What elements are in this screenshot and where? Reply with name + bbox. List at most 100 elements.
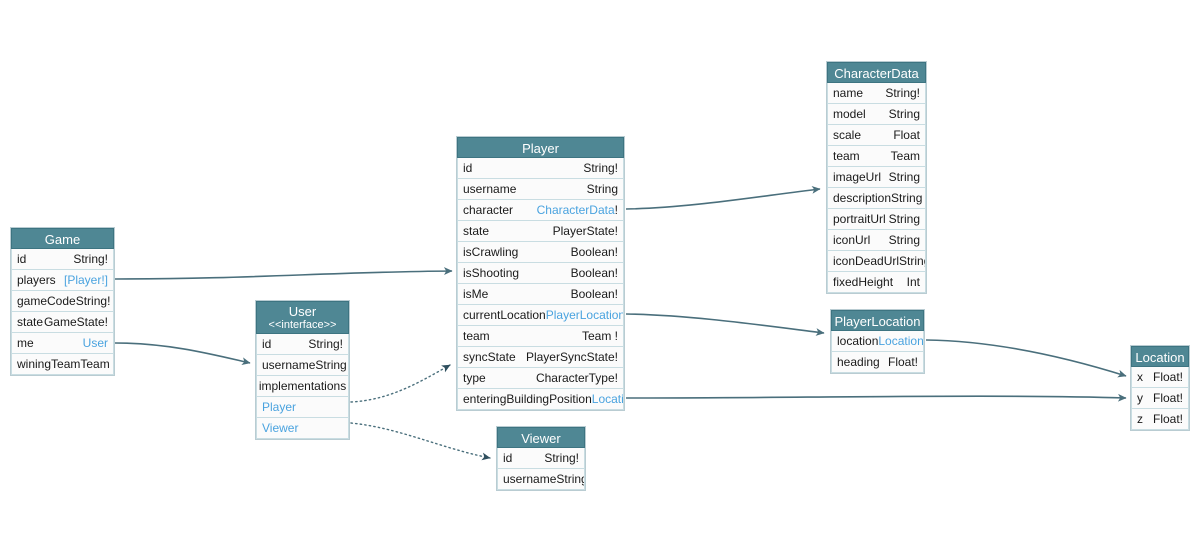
entity-header-user: User<<interface>> [256,301,349,334]
field-type: Location [591,391,624,406]
field-type: String! [75,293,111,308]
field-type: Team [890,148,920,163]
field-name: character [463,202,514,217]
field-type: String [888,232,920,247]
entity-title: Player [522,141,559,156]
implementation-row[interactable]: Viewer [256,418,349,439]
field-name: enteringBuildingPosition [463,391,592,406]
entity-header-player: Player [457,137,624,158]
field-type: CharacterType! [535,370,618,385]
edge-player-character-to-characterdata [625,186,821,210]
field-row[interactable]: players [Player!] [11,270,114,291]
field-row[interactable]: x Float! [1131,367,1189,388]
field-row[interactable]: team Team [827,146,926,167]
field-type: String! [73,251,108,266]
field-name: gameCode [17,293,76,308]
entity-title: PlayerLocation [834,314,921,329]
field-name: team [833,148,860,163]
field-type: Boolean! [570,286,618,301]
field-row[interactable]: isMe Boolean! [457,284,624,305]
field-name: id [503,450,513,465]
field-type: Team ! [581,328,618,343]
field-type: PlayerSyncState! [525,349,618,364]
field-type: User [82,335,108,350]
entity-title: Game [44,232,81,247]
field-name: location [837,333,879,348]
entity-header-game: Game [11,228,114,249]
field-name: isMe [463,286,489,301]
field-name: x [1137,369,1143,384]
field-row[interactable]: id String! [11,249,114,270]
edge-game-players-to-player [114,267,453,280]
field-type: Float! [1152,369,1183,384]
entity-header-viewer: Viewer [497,427,585,448]
field-name: name [833,85,864,100]
entity-header-playerlocation: PlayerLocation [831,310,924,331]
edge-user-player-implements [350,364,451,403]
edge-game-me-to-user [114,342,251,366]
field-type: Team [80,356,110,371]
field-name: players [17,272,56,287]
field-type: String! [544,450,579,465]
field-name: iconDeadUrl [833,253,900,268]
field-name: description [833,190,892,205]
field-row[interactable]: iconUrl String [827,230,926,251]
entity-title: CharacterData [834,66,919,81]
field-type: [Player!] [63,272,108,287]
field-name: currentLocation [463,307,546,322]
field-type: String [891,190,923,205]
field-type: Boolean! [570,244,618,259]
field-name: id [262,336,272,351]
field-name: iconUrl [833,232,871,247]
field-row[interactable]: iconDeadUrlString [827,251,926,272]
field-name: state [463,223,490,238]
entity-stereotype: <<interface>> [268,319,337,331]
field-name: id [17,251,27,266]
field-name: scale [833,127,862,142]
field-row[interactable]: enteringBuildingPositionLocation [457,389,624,410]
edge-playerlocation-location-to-location [925,339,1127,378]
edge-player-enteringbuildingposition-to-location [625,393,1127,402]
implementation-row[interactable]: Player [256,397,349,418]
field-row[interactable]: id String! [497,448,585,469]
field-type: Int [906,274,920,289]
field-type-text: CharacterData [536,202,615,217]
field-type: Float! [1152,390,1183,405]
